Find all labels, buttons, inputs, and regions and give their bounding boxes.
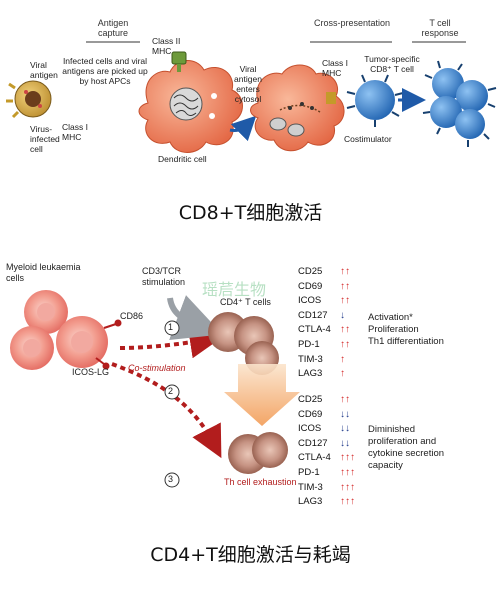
t-cell-cluster-icon bbox=[422, 60, 497, 147]
step-1-marker: 1 bbox=[168, 322, 174, 332]
cd4-activation-exhaustion-diagram: Myeloid leukaemia cells CD3/TCR stimulat… bbox=[0, 248, 501, 589]
class-ii-mhc-label: Class II MHC bbox=[152, 36, 181, 56]
step-2-marker: 2 bbox=[168, 386, 174, 396]
marker-name: CD25 bbox=[298, 266, 323, 277]
antigen-capture-header: Antigen capture bbox=[97, 18, 129, 38]
dendritic-cell-label: Dendritic cell bbox=[158, 154, 207, 164]
step-3-marker: 3 bbox=[168, 474, 174, 484]
marker-row: PD-1 ↑↑ bbox=[298, 339, 498, 353]
up-arrow-icon: ↑↑ bbox=[340, 339, 350, 350]
marker-name: PD-1 bbox=[298, 467, 320, 478]
cd8-t-cell-icon bbox=[346, 74, 404, 127]
marker-row: LAG3 ↑↑↑ bbox=[298, 496, 498, 510]
class-i-mhc-left-label: Class I MHC bbox=[62, 122, 88, 142]
diminished-text: Diminished proliferation and cytokine se… bbox=[368, 424, 445, 471]
marker-row: CD25 ↑↑ bbox=[298, 266, 498, 280]
cd4-t-cells-label: CD4⁺ T cells bbox=[220, 297, 271, 307]
marker-name: CTLA-4 bbox=[298, 452, 331, 464]
th-exhaustion-label: Th cell exhaustion bbox=[224, 477, 297, 487]
up-arrow-icon: ↑↑↑ bbox=[340, 467, 355, 478]
costimulator-label: Costimulator bbox=[344, 134, 392, 144]
marker-row: CD69 ↓↓ bbox=[298, 409, 498, 423]
cross-presenting-cell-icon bbox=[250, 64, 345, 152]
costim-label: Co-stimulation bbox=[128, 363, 186, 373]
marker-name: ICOS bbox=[298, 423, 322, 435]
up-arrow-icon: ↑ bbox=[340, 368, 345, 380]
bottom-illustration bbox=[10, 290, 300, 488]
marker-name: CD127 bbox=[298, 437, 328, 449]
up-arrow-icon: ↑ bbox=[340, 353, 345, 365]
marker-name: LAG3 bbox=[298, 368, 323, 380]
marker-name: CD69 bbox=[298, 280, 323, 292]
marker-row: CTLA-4 ↑↑↑ bbox=[298, 452, 498, 466]
icos-lg-label: ICOS-LG bbox=[72, 367, 110, 377]
down-arrow-icon: ↓↓ bbox=[340, 423, 350, 435]
marker-row: TIM-3 ↑↑↑ bbox=[298, 482, 498, 496]
marker-row: ICOS ↑↑ bbox=[298, 295, 498, 309]
cd86-label: CD86 bbox=[120, 311, 144, 321]
up-arrow-icon: ↑↑↑ bbox=[340, 496, 355, 508]
viral-antigen-label: Viral antigen bbox=[30, 60, 58, 80]
up-arrow-icon: ↑↑↑ bbox=[340, 481, 355, 493]
up-arrow-icon: ↑↑ bbox=[340, 280, 350, 292]
t-cell-response-header: T cell response bbox=[421, 18, 459, 38]
marker-name: TIM-3 bbox=[298, 353, 323, 365]
marker-row: CD25 ↑↑ bbox=[298, 394, 498, 408]
cd3-tcr-label: CD3/TCR stimulation bbox=[142, 266, 186, 287]
marker-row: PD-1 ↑↑↑ bbox=[298, 467, 498, 481]
cross-presentation-header: Cross-presentation bbox=[313, 18, 391, 28]
marker-name: CD25 bbox=[298, 394, 323, 405]
tumor-specific-label: Tumor-specific CD8⁺ T cell bbox=[364, 54, 420, 74]
marker-name: CD127 bbox=[298, 309, 328, 321]
infected-cells-text: Infected cells and viral antigens are pi… bbox=[62, 56, 148, 86]
up-arrow-icon: ↑↑ bbox=[340, 295, 350, 307]
down-arrow-icon: ↓ bbox=[340, 309, 345, 321]
marker-name: CTLA-4 bbox=[298, 324, 331, 336]
up-arrow-icon: ↑↑↑ bbox=[340, 452, 355, 464]
marker-name: PD-1 bbox=[298, 339, 320, 350]
marker-row: ICOS ↓↓ bbox=[298, 423, 498, 437]
cd4-caption: CD4+T细胞激活与耗竭 bbox=[150, 544, 351, 566]
activation-text: Activation* Proliferation Th1 differenti… bbox=[368, 312, 444, 347]
myeloid-leukaemia-cells-icon bbox=[10, 290, 108, 370]
virus-infected-cell-label: Virus-infected cell bbox=[30, 124, 60, 154]
marker-row: CD127 ↓ bbox=[298, 310, 498, 324]
up-arrow-icon: ↑↑ bbox=[340, 324, 350, 336]
cd8-caption: CD8+T细胞激活 bbox=[178, 202, 323, 224]
marker-name: CD69 bbox=[298, 408, 323, 420]
up-arrow-icon: ↑↑ bbox=[340, 394, 350, 405]
marker-row: LAG3 ↑ bbox=[298, 368, 498, 382]
marker-row: CTLA-4 ↑↑ bbox=[298, 324, 498, 338]
up-arrow-icon: ↑↑ bbox=[340, 266, 350, 277]
marker-row: CD69 ↑↑ bbox=[298, 281, 498, 295]
dendritic-cell-icon bbox=[138, 51, 243, 153]
exhaustion-marker-list: CD25 ↑↑ CD69 ↓↓ ICOS ↓↓ CD127 ↓↓ CTLA-4 ↑↑↑ PD-1 ↑↑… bbox=[298, 394, 368, 514]
down-arrow-icon: ↓↓ bbox=[340, 437, 350, 449]
progression-arrow bbox=[224, 364, 300, 426]
down-arrow-icon: ↓↓ bbox=[340, 408, 350, 420]
marker-row: TIM-3 ↑ bbox=[298, 354, 498, 368]
watermark: 瑶茩生物 bbox=[202, 280, 267, 299]
marker-row: CD127 ↓↓ bbox=[298, 438, 498, 452]
marker-name: TIM-3 bbox=[298, 481, 323, 493]
class-i-mhc-right-label: Class I MHC bbox=[322, 58, 348, 78]
cd8-activation-diagram: Antigen capture Cross-presentation T cel… bbox=[0, 0, 501, 240]
marker-name: ICOS bbox=[298, 295, 322, 307]
myeloid-label: Myeloid leukaemia cells bbox=[6, 262, 81, 283]
marker-name: LAG3 bbox=[298, 496, 323, 508]
virus-infected-cell-icon bbox=[6, 80, 52, 119]
top-illustration bbox=[6, 41, 497, 153]
activation-marker-list: CD25↑↑CD69↑↑ICOS↑↑CD127↓CTLA-4↑↑PD-1↑↑TI… bbox=[298, 266, 358, 386]
viral-antigen-enters-label: Viral antigen enters cytosol bbox=[234, 64, 262, 104]
exhausted-th-cells-icon bbox=[228, 432, 288, 474]
